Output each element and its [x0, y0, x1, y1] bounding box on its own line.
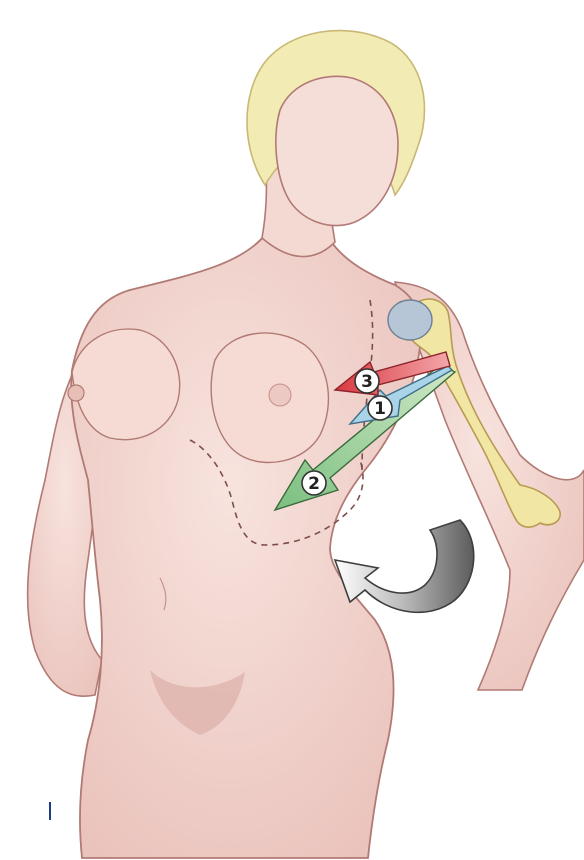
marker-1-label: 1	[374, 399, 386, 419]
marker-3: 3	[355, 369, 379, 393]
marker-1: 1	[368, 396, 392, 420]
shoulder-joint	[388, 300, 432, 340]
right-nipple	[269, 384, 291, 406]
face	[276, 76, 398, 225]
marker-3-label: 3	[361, 372, 373, 392]
marker-2: 2	[302, 471, 326, 495]
left-nipple	[68, 385, 84, 401]
marker-2-label: 2	[308, 474, 320, 494]
